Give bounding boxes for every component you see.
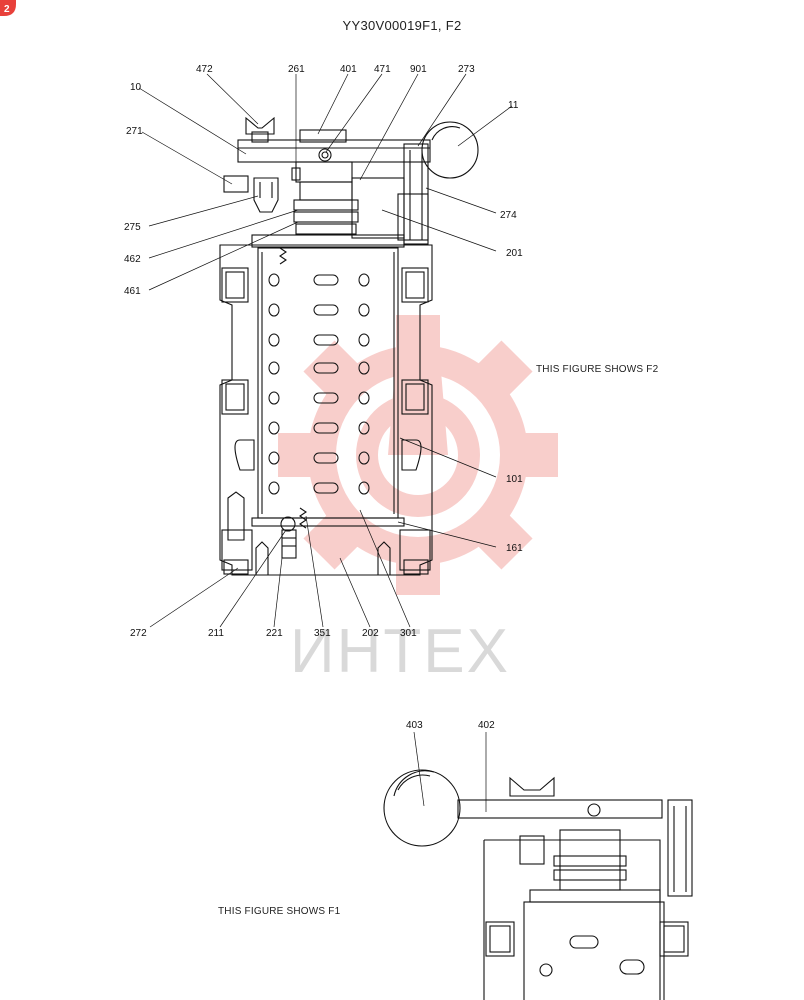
valve-body-f2 (219, 234, 433, 576)
liner-hole (358, 451, 370, 465)
liner-hole (358, 273, 370, 287)
liner-hole (313, 274, 339, 286)
liner-hole (313, 362, 339, 374)
callout-201: 201 (506, 248, 523, 259)
liner-hole (313, 422, 339, 434)
liner-hole (268, 391, 280, 405)
liner-hole (358, 421, 370, 435)
callout-462: 462 (124, 254, 141, 265)
leader-lines (138, 73, 513, 812)
liner-hole (313, 482, 339, 494)
liner-hole (313, 392, 339, 404)
page-corner-badge-icon: 2 (0, 0, 16, 16)
callout-271: 271 (126, 126, 143, 137)
callout-472: 472 (196, 64, 213, 75)
callout-11: 11 (508, 100, 519, 111)
liner-hole (313, 334, 339, 346)
liner-hole (358, 303, 370, 317)
liner-hole (268, 361, 280, 375)
callout-101: 101 (506, 474, 523, 485)
callout-403: 403 (406, 720, 423, 731)
callout-labels: 472 261 401 471 901 273 10 11 271 275 27… (124, 64, 523, 731)
figure-f2-caption: THIS FIGURE SHOWS F2 (536, 364, 659, 375)
liner-hole (268, 421, 280, 435)
callout-202: 202 (362, 628, 379, 639)
callout-461: 461 (124, 286, 141, 297)
figure-f1-caption: THIS FIGURE SHOWS F1 (218, 906, 341, 917)
liner-hole (313, 452, 339, 464)
callout-161: 161 (506, 543, 523, 554)
callout-261: 261 (288, 64, 305, 75)
liner-hole (358, 391, 370, 405)
callout-301: 301 (400, 628, 417, 639)
liner-hole (358, 481, 370, 495)
liner-hole (268, 481, 280, 495)
liner-hole (268, 273, 280, 287)
document-title: YY30V00019F1, F2 (342, 18, 462, 33)
liner-hole (358, 333, 370, 347)
valve-body-f1 (383, 769, 693, 1000)
liner-holes (268, 273, 370, 495)
liner-hole (268, 303, 280, 317)
callout-401: 401 (340, 64, 357, 75)
callout-211: 211 (208, 628, 224, 639)
liner-hole (268, 333, 280, 347)
callout-274: 274 (500, 210, 517, 221)
callout-402: 402 (478, 720, 495, 731)
liner-hole (358, 361, 370, 375)
callout-351: 351 (314, 628, 331, 639)
callout-273: 273 (458, 64, 475, 75)
callout-275: 275 (124, 222, 141, 233)
callout-10: 10 (130, 82, 142, 93)
callout-272: 272 (130, 628, 147, 639)
callout-221: 221 (266, 628, 283, 639)
top-cap-assembly (223, 116, 479, 245)
liner-hole (313, 304, 339, 316)
callout-471: 471 (374, 64, 391, 75)
svg-text:2: 2 (4, 4, 10, 15)
liner-hole (268, 451, 280, 465)
callout-901: 901 (410, 64, 427, 75)
watermark-wordmark: ИНТЕХ (290, 617, 510, 686)
